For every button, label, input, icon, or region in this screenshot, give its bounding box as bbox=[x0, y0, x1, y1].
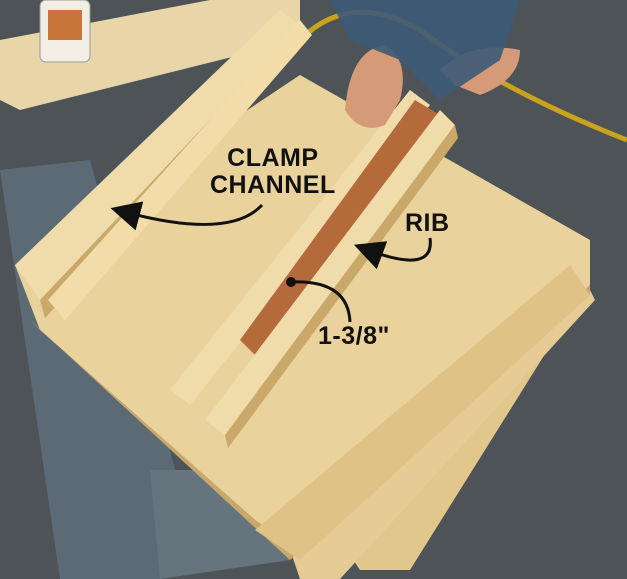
rib-fence-right-side bbox=[225, 125, 458, 448]
left-hand bbox=[345, 45, 403, 128]
rib-fence-right bbox=[205, 110, 455, 435]
dimension-label: 1-3/8" bbox=[318, 322, 390, 350]
clamp-label-line1: CLAMP bbox=[227, 144, 319, 172]
rib bbox=[240, 100, 440, 360]
clamp-channel-arrow bbox=[110, 201, 264, 231]
clamp-fence-inner bbox=[48, 20, 312, 320]
person-legs bbox=[330, 0, 520, 100]
dimension-dot bbox=[286, 277, 296, 287]
clamp-channel-label: CLAMP CHANNEL bbox=[210, 145, 336, 199]
rib-arrow bbox=[353, 237, 432, 270]
glue-label bbox=[48, 10, 82, 40]
clamp-label-line2: CHANNEL bbox=[210, 171, 336, 199]
jig-base-edge bbox=[30, 285, 590, 560]
lower-board-1 bbox=[255, 265, 590, 560]
rib-label: RIB bbox=[405, 209, 450, 237]
clamp-fence-outer bbox=[15, 10, 300, 300]
dimension-leader bbox=[291, 280, 352, 323]
